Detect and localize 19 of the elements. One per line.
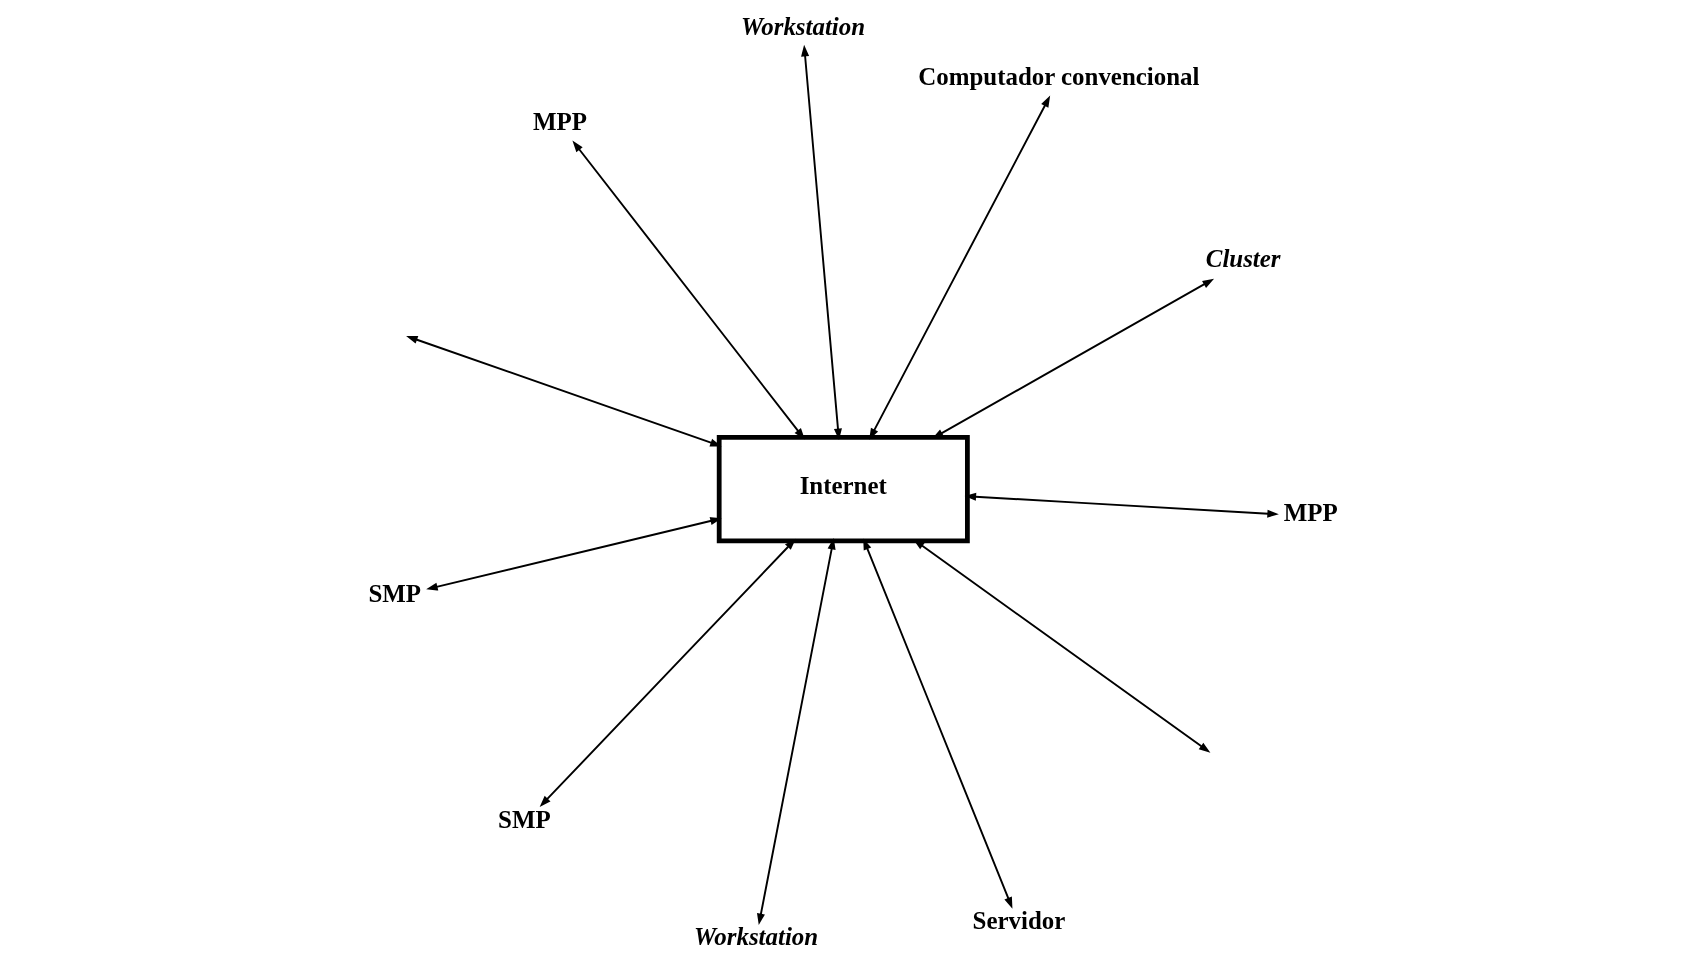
arrow <box>425 517 722 591</box>
arrow <box>539 538 796 807</box>
arrow <box>571 140 805 440</box>
node-text: MPP <box>1283 499 1338 527</box>
node-box: Internet <box>716 434 970 544</box>
node-text: MPP <box>532 108 587 136</box>
node-text: Servidor <box>972 907 1065 935</box>
node-text: Computador convencional <box>917 63 1199 91</box>
arrow <box>405 335 722 447</box>
arrow <box>964 492 1279 518</box>
node-text: Cluster <box>1205 245 1281 273</box>
arrow <box>756 537 836 926</box>
arrow <box>800 44 842 441</box>
arrow <box>868 95 1050 440</box>
node-text: Workstation <box>693 923 818 951</box>
node-text: SMP <box>368 579 421 607</box>
arrow <box>862 538 1012 909</box>
node-text: Workstation <box>740 12 865 40</box>
node-text: SMP <box>497 805 551 833</box>
